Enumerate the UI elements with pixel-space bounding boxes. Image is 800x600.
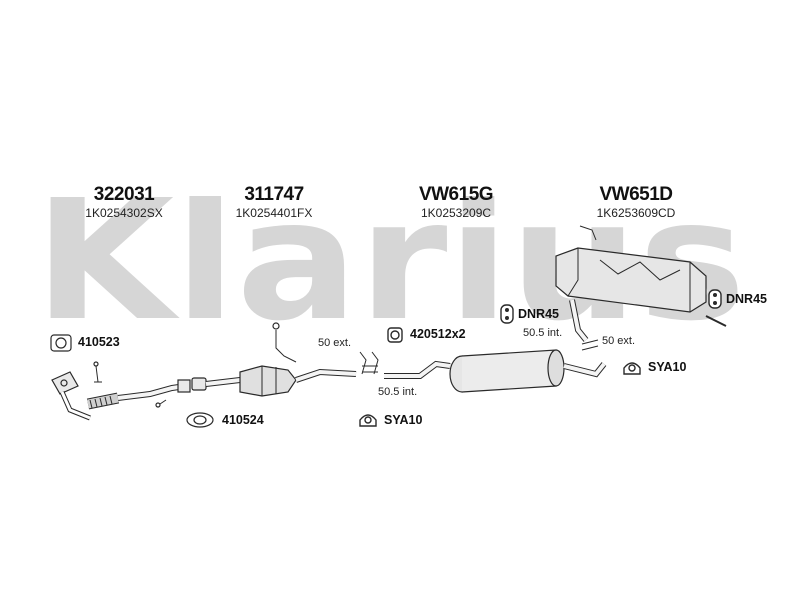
hanger-icon (359, 414, 377, 427)
hanger-middle-label: SYA10 (648, 360, 687, 374)
part-number-centre-silencer: VW615G (418, 184, 494, 205)
gasket-oval-icon (186, 412, 214, 428)
clamp-icon (387, 327, 403, 343)
gasket-icon (50, 334, 72, 352)
dimension-ext-2: 50 ext. (602, 335, 636, 347)
dimension-ext-1: 50 ext. (318, 337, 352, 349)
centre-silencer-vw615g (359, 349, 607, 393)
rubber-mount-icon (500, 304, 514, 324)
catalyst-311747 (191, 322, 357, 397)
part-number-rear-silencer: VW651D (599, 184, 673, 205)
dimension-int-2: 50.5 int. (523, 327, 563, 339)
oem-code-front-pipe: 1K0254302SX (85, 206, 163, 220)
oem-code-centre-silencer: 1K0253209C (420, 206, 492, 220)
rubber-mount-icon (708, 289, 722, 309)
dimension-int-1: 50.5 int. (378, 386, 418, 398)
hanger-icon (623, 362, 641, 375)
front-pipe-322031 (51, 361, 191, 421)
hanger-lower-label: SYA10 (384, 413, 423, 427)
mount-right-label: DNR45 (726, 292, 767, 306)
mount-left-label: DNR45 (518, 307, 559, 321)
rear-silencer-vw651d (555, 225, 727, 351)
gasket-front-label: 410523 (78, 335, 120, 349)
oem-code-catalyst: 1K0254401FX (235, 206, 313, 220)
oem-code-rear-silencer: 1K6253609CD (596, 206, 676, 220)
part-number-front-pipe: 322031 (93, 184, 155, 205)
gasket-lower-label: 410524 (222, 413, 264, 427)
clamp-label: 420512x2 (410, 327, 466, 341)
part-number-catalyst: 311747 (244, 184, 304, 205)
